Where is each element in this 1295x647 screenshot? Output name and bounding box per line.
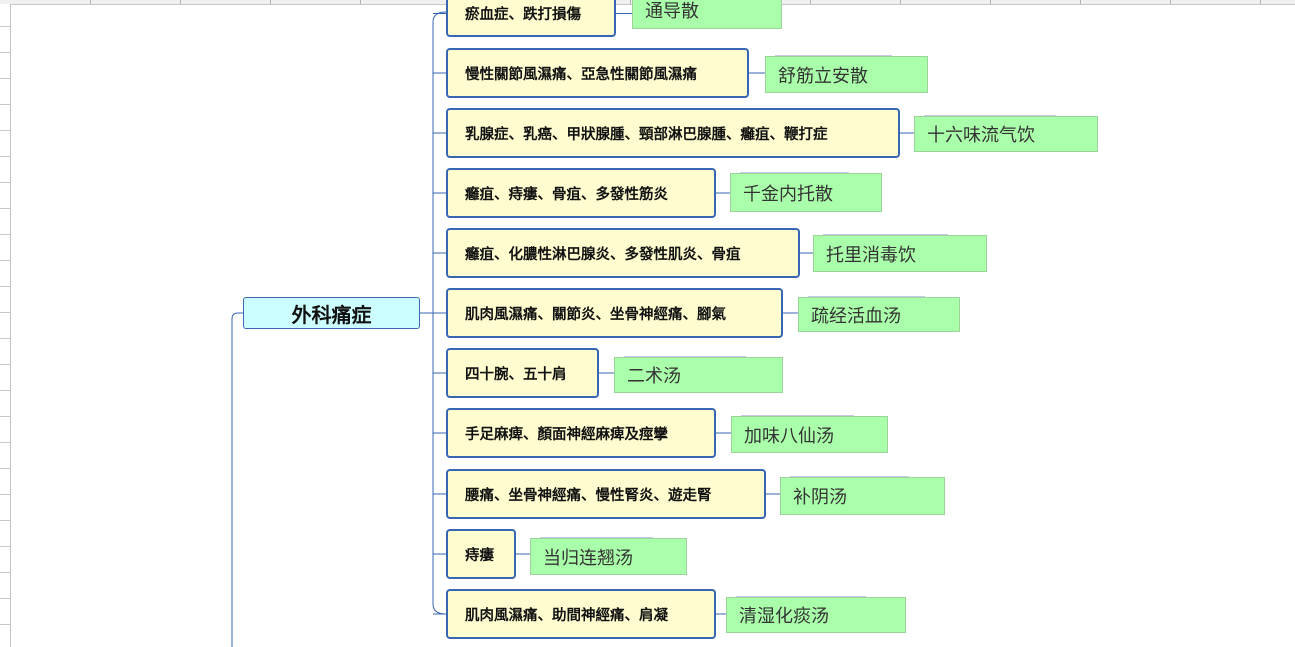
root-topic[interactable]: 外科痛症 [243, 297, 420, 329]
formula-node[interactable]: 十六味流气饮 [914, 116, 1098, 152]
row-divider [0, 494, 10, 495]
row-divider [0, 390, 10, 391]
formula-node[interactable]: 通导散 [632, 0, 782, 29]
condition-label: 手足麻痺、顏面神經麻痺及痙攣 [465, 426, 668, 443]
formula-label: 补阴汤 [793, 487, 847, 508]
condition-label: 瘀血症、跌打損傷 [465, 7, 581, 23]
row-divider [0, 208, 10, 209]
row-divider [0, 572, 10, 573]
formula-label: 千金内托散 [743, 183, 833, 205]
formula-label: 舒筋立安散 [778, 65, 868, 87]
root-topic-label: 外科痛症 [291, 302, 372, 327]
row-divider [0, 364, 10, 365]
branch-node[interactable]: 癰疽、化膿性淋巴腺炎、多發性肌炎、骨疽 [446, 228, 800, 278]
row-divider [0, 468, 10, 469]
column-divider [1260, 0, 1261, 4]
formula-node[interactable]: 疏经活血汤 [798, 297, 960, 332]
row-divider [0, 416, 10, 417]
formula-node[interactable]: 补阴汤 [780, 477, 945, 515]
condition-label: 慢性關節風濕痛、亞急性關節風濕痛 [465, 66, 697, 83]
formula-label: 托里消毒饮 [826, 244, 916, 266]
row-divider [0, 104, 10, 105]
formula-node[interactable]: 当归连翘汤 [530, 538, 687, 575]
condition-label: 乳腺症、乳癌、甲狀腺腫、頸部淋巴腺腫、癰疽、鞭打症 [465, 126, 828, 143]
condition-label: 腰痛、坐骨神經痛、慢性腎炎、遊走腎 [465, 487, 712, 504]
row-gutter [0, 4, 11, 647]
column-divider [90, 0, 91, 4]
row-divider [0, 624, 10, 625]
row-divider [0, 234, 10, 235]
row-divider [0, 78, 10, 79]
formula-node[interactable]: 加味八仙汤 [731, 416, 888, 453]
column-divider [270, 0, 271, 4]
row-divider [0, 338, 10, 339]
formula-label: 当归连翘汤 [543, 547, 633, 569]
branch-node[interactable]: 肌肉風濕痛、關節炎、坐骨神經痛、腳氣 [446, 288, 783, 338]
branch-node[interactable]: 慢性關節風濕痛、亞急性關節風濕痛 [446, 48, 749, 98]
row-divider [0, 598, 10, 599]
column-divider [900, 0, 901, 4]
formula-node[interactable]: 托里消毒饮 [813, 235, 987, 272]
branch-node[interactable]: 瘀血症、跌打損傷 [446, 0, 616, 37]
branch-node[interactable]: 乳腺症、乳癌、甲狀腺腫、頸部淋巴腺腫、癰疽、鞭打症 [446, 108, 900, 158]
condition-label: 癰疽、痔瘻、骨疽、多發性筋炎 [465, 186, 668, 203]
row-divider [0, 52, 10, 53]
branch-node[interactable]: 手足麻痺、顏面神經麻痺及痙攣 [446, 408, 716, 458]
condition-label: 癰疽、化膿性淋巴腺炎、多發性肌炎、骨疽 [465, 246, 741, 263]
formula-node[interactable]: 千金内托散 [730, 173, 882, 212]
formula-label: 加味八仙汤 [744, 425, 834, 447]
formula-label: 二术汤 [627, 366, 681, 387]
row-divider [0, 130, 10, 131]
row-divider [0, 442, 10, 443]
column-divider [1170, 0, 1171, 4]
branch-node[interactable]: 肌肉風濕痛、助間神經痛、肩凝 [446, 589, 716, 639]
condition-label: 肌肉風濕痛、關節炎、坐骨神經痛、腳氣 [465, 306, 726, 323]
column-divider [630, 0, 631, 4]
parent-connector [231, 312, 243, 647]
row-divider [0, 546, 10, 547]
column-divider [180, 0, 181, 4]
column-divider [990, 0, 991, 4]
row-divider [0, 182, 10, 183]
row-divider [0, 312, 10, 313]
formula-node[interactable]: 二术汤 [614, 357, 783, 393]
condition-label: 痔瘻 [465, 547, 494, 564]
branch-node[interactable]: 腰痛、坐骨神經痛、慢性腎炎、遊走腎 [446, 469, 766, 519]
row-divider [0, 156, 10, 157]
branch-node[interactable]: 癰疽、痔瘻、骨疽、多發性筋炎 [446, 168, 716, 218]
row-divider [0, 260, 10, 261]
formula-node[interactable]: 舒筋立安散 [765, 56, 928, 93]
formula-label: 疏经活血汤 [811, 305, 901, 327]
formula-node[interactable]: 清湿化痰汤 [726, 597, 906, 633]
column-divider [1080, 0, 1081, 4]
branch-node[interactable]: 四十腕、五十肩 [446, 348, 599, 398]
column-divider [810, 0, 811, 4]
formula-label: 清湿化痰汤 [739, 606, 829, 627]
condition-label: 肌肉風濕痛、助間神經痛、肩凝 [465, 607, 668, 624]
row-divider [0, 286, 10, 287]
row-divider [0, 520, 10, 521]
column-divider [360, 0, 361, 4]
row-divider [0, 26, 10, 27]
formula-label: 通导散 [645, 1, 699, 22]
condition-label: 四十腕、五十肩 [465, 366, 567, 383]
formula-label: 十六味流气饮 [927, 125, 1035, 146]
branch-node[interactable]: 痔瘻 [446, 529, 516, 579]
